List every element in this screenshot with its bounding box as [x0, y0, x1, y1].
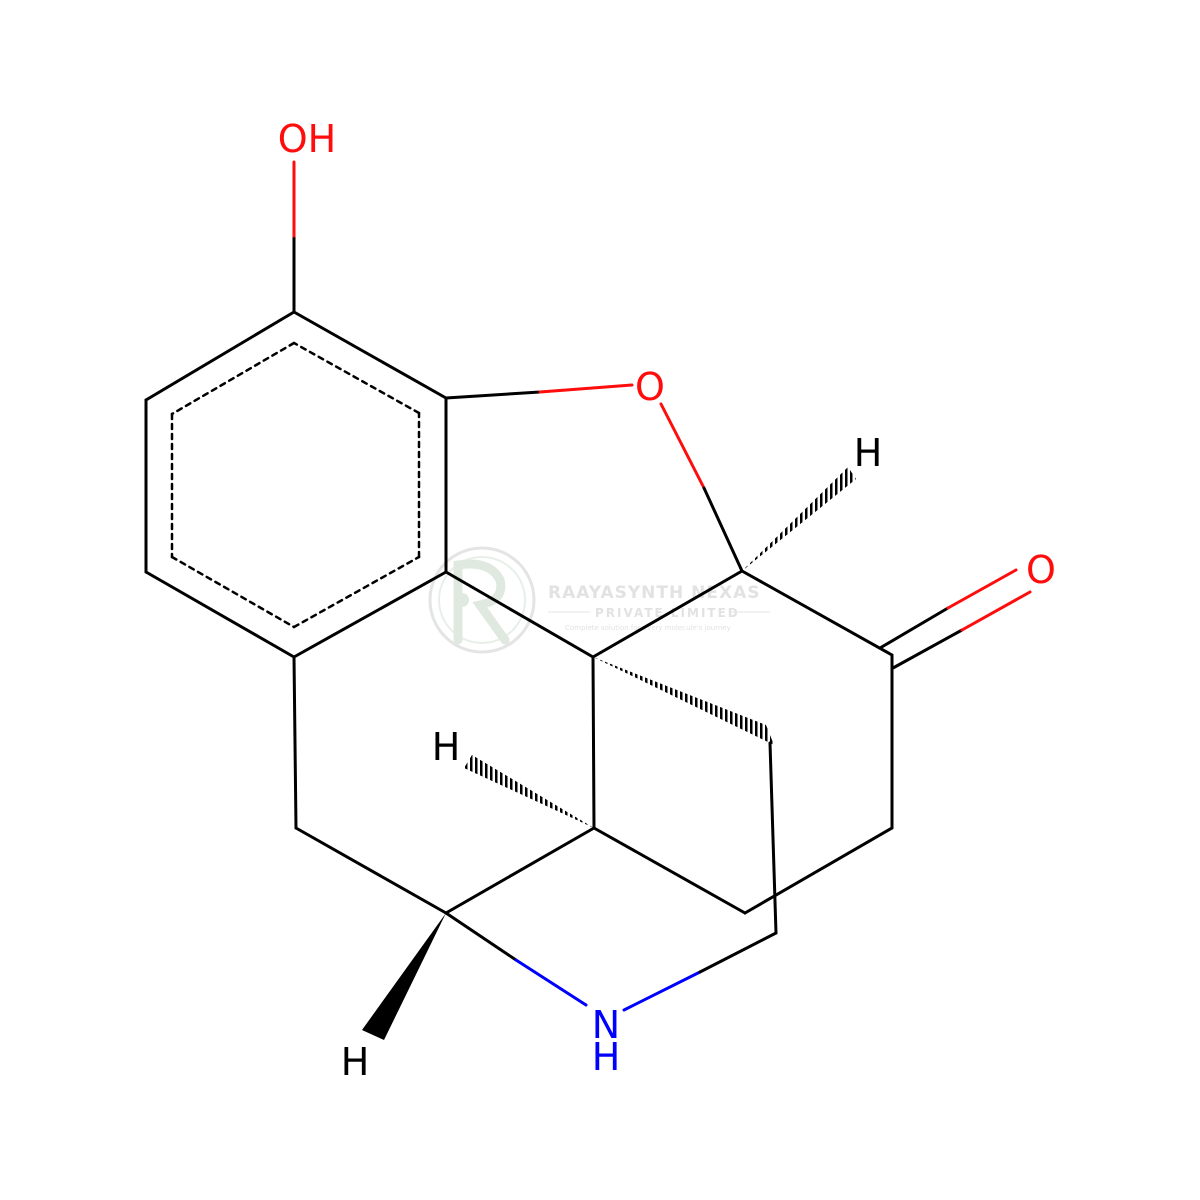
atom-hydroxyl: OH: [278, 117, 336, 161]
atom-amine-h: H: [592, 1035, 621, 1079]
watermark-tagline: Complete solution for every molecule's j…: [565, 624, 731, 632]
bond-aromatic-inner-1: [170, 341, 296, 416]
atom-stereo-h-bottom: H: [341, 1040, 370, 1084]
bond-c-o-ether-red: [538, 383, 634, 394]
bond-aromatic-inner-4: [292, 555, 421, 629]
watermark-company: RAAYASYNTH NEXAS: [548, 583, 761, 603]
hash-wedge-c13-c15: [593, 657, 774, 745]
bond-c6-o-double-red: [960, 590, 1032, 632]
solid-wedge-c9-h: [362, 913, 446, 1040]
bond-ring-3: [144, 570, 296, 659]
bond-c-o-ether-black: [444, 390, 542, 400]
bond-c5-c13: [591, 569, 744, 659]
bond-c5-c6: [740, 569, 894, 657]
atom-stereo-h-middle: H: [432, 725, 461, 769]
bond-c11-c10: [292, 655, 298, 830]
atom-ketone-oxygen: O: [1026, 548, 1056, 592]
bond-c6-o-single-red: [946, 568, 1018, 610]
bond-c6-o-double-black: [891, 628, 964, 670]
bond-c8-c14: [592, 826, 747, 915]
bond-ring-6: [292, 310, 448, 400]
bond-c6-o-single-black: [878, 606, 950, 650]
hash-wedge-c5-h: [742, 467, 856, 571]
raayasynth-logo-icon: [428, 546, 536, 654]
bond-c14-c9: [444, 826, 596, 915]
bond-c10-c9: [294, 826, 448, 915]
atom-stereo-h-top: H: [854, 431, 883, 475]
bond-c13-c14: [591, 655, 596, 830]
bond-c12-c13: [444, 570, 595, 659]
hash-wedge-c14-h: [464, 755, 594, 828]
atom-amine-n: N: [592, 1003, 620, 1047]
bond-c15-c16: [768, 741, 778, 935]
bond-ring-4: [292, 570, 448, 659]
bond-c9-n-blue: [514, 958, 588, 1007]
bond-aromatic-inner-3: [170, 555, 296, 629]
bond-n-c16-black: [698, 931, 778, 974]
atom-ether-oxygen: O: [635, 365, 665, 409]
bond-o-c5-black: [702, 486, 744, 573]
bond-c7-c8: [743, 826, 894, 915]
bond-ring-1: [144, 310, 296, 402]
bond-c9-n-black: [444, 911, 518, 962]
bond-n-c16-blue: [622, 970, 702, 1012]
bond-aromatic-inner-6: [292, 341, 421, 415]
bond-o-c5-red: [659, 402, 706, 490]
watermark: RAAYASYNTH NEXAS PRIVATE LIMITED Complet…: [428, 546, 770, 654]
